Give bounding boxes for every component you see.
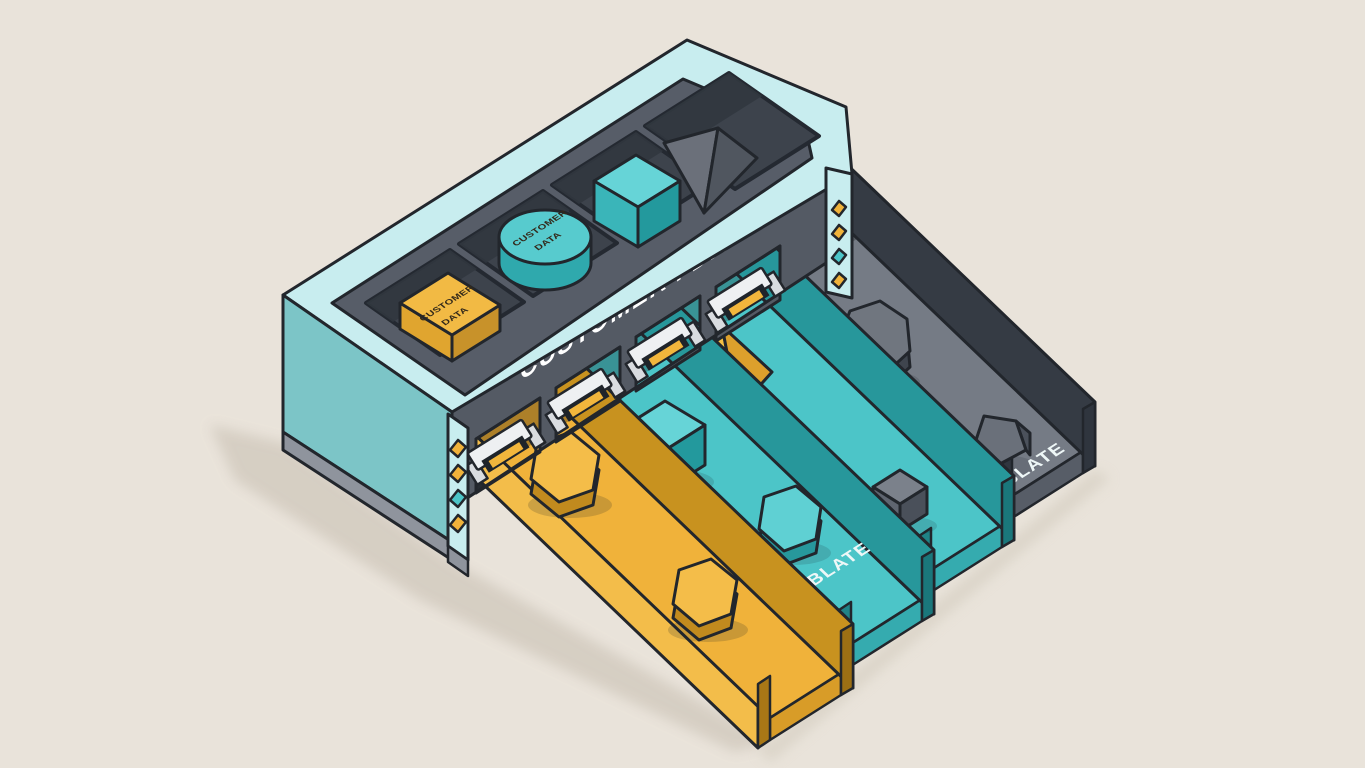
indicator-light [830, 223, 848, 242]
machine-right-end [824, 166, 854, 300]
hopper-item-cube [592, 153, 682, 249]
dispenser-glow [488, 442, 524, 468]
hopper-item-funnel [662, 126, 759, 215]
indicator-light [448, 513, 468, 534]
yellow-hexagon-1 [529, 430, 601, 519]
machine-base [446, 544, 470, 578]
yellow-hexagon-2 [671, 557, 739, 642]
indicator-light [830, 199, 848, 218]
indicator-light [448, 488, 468, 509]
dispenser-4 [704, 266, 787, 334]
belt-wall-end-cap [1081, 400, 1097, 475]
dispenser-glow [568, 391, 604, 417]
indicator-light [830, 247, 848, 266]
dispensers [464, 266, 787, 486]
indicator-light [448, 438, 468, 459]
indicator-light [448, 463, 468, 484]
belt-wall-end-cap [839, 622, 855, 697]
machine-front-edge-strip [446, 412, 470, 562]
hopper-item-box: CUSTOMER DATA [398, 271, 502, 363]
hopper-item-cylinder: CUSTOMER DATA [497, 208, 593, 292]
indicator-light [830, 271, 848, 290]
dispenser-2 [544, 367, 627, 435]
machine-left-block [281, 293, 470, 578]
dispenser-1 [464, 418, 547, 486]
dispenser-3 [624, 316, 707, 384]
dispenser-glow [728, 290, 764, 316]
belt-wall-end-cap [920, 548, 936, 623]
left-indicator-lights [448, 438, 468, 534]
dispenser-glow [648, 340, 684, 366]
right-indicator-lights [830, 199, 848, 290]
belt-wall-end-cap [1000, 474, 1016, 549]
belt-wall-end-cap [756, 674, 772, 750]
